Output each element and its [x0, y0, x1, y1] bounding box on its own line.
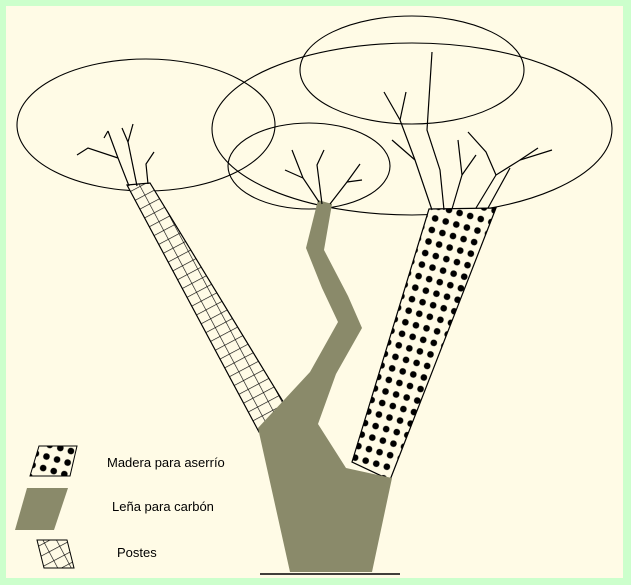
canopy-right-large [212, 43, 612, 215]
canopy-top-right [300, 16, 524, 124]
legend-swatch-firewood [15, 488, 68, 530]
legend-swatch-sawtimber [30, 446, 77, 476]
canopy-outlines [17, 16, 612, 215]
legend-label-sawtimber: Madera para aserrío [107, 455, 225, 470]
canopy-center [228, 123, 390, 209]
legend-swatch-posts [37, 540, 74, 568]
canopy-left [17, 59, 275, 191]
legend-label-firewood: Leña para carbón [112, 499, 214, 514]
legend-label-posts: Postes [117, 545, 157, 560]
sawtimber-trunk [352, 52, 552, 480]
posts-trunk [77, 124, 293, 432]
